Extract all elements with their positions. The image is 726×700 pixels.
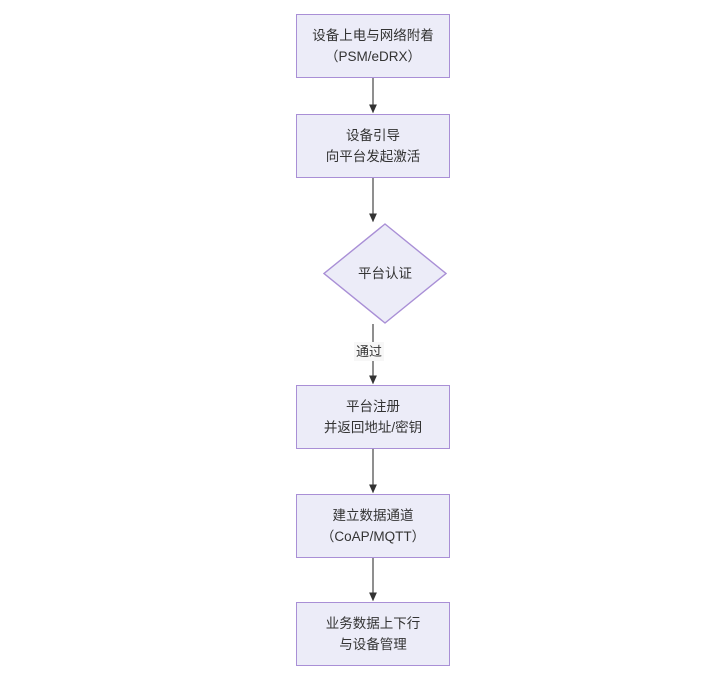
node-establish-data-channel[interactable]: 建立数据通道 （CoAP/MQTT）: [296, 494, 450, 558]
node-text-line: 并返回地址/密钥: [323, 420, 423, 435]
node-label-wrap: 业务数据上下行 与设备管理: [326, 613, 421, 655]
node-business-data-and-device-management[interactable]: 业务数据上下行 与设备管理: [296, 602, 450, 666]
node-text-line: 平台注册: [345, 399, 400, 414]
node-text-line: 业务数据上下行: [325, 616, 421, 631]
node-device-power-on[interactable]: 设备上电与网络附着 （PSM/eDRX）: [296, 14, 450, 78]
node-platform-authentication[interactable]: 平台认证: [323, 223, 447, 324]
node-text-line: 向平台发起激活: [325, 149, 421, 164]
diamond-shape: [323, 223, 447, 324]
node-label-wrap: 设备上电与网络附着 （PSM/eDRX）: [312, 25, 434, 67]
node-text-line: 与设备管理: [339, 637, 407, 652]
node-text-line: 平台认证: [358, 266, 412, 281]
node-label-wrap: 平台认证: [358, 263, 412, 284]
node-text-line: 建立数据通道: [332, 508, 414, 523]
node-text-line: 设备引导: [346, 128, 400, 143]
node-text-line: 设备上电与网络附着: [312, 28, 434, 43]
node-label-wrap: 建立数据通道 （CoAP/MQTT）: [321, 505, 425, 547]
node-device-bootstrap[interactable]: 设备引导 向平台发起激活: [296, 114, 450, 178]
edge-label-pass: 通过: [354, 342, 385, 361]
node-label-wrap: 平台注册 并返回地址/密钥: [324, 396, 422, 438]
node-text-line: （CoAP/MQTT）: [320, 529, 426, 544]
node-label-wrap: 设备引导 向平台发起激活: [326, 125, 421, 167]
node-platform-registration[interactable]: 平台注册 并返回地址/密钥: [296, 385, 450, 449]
node-text-line: （PSM/eDRX）: [324, 49, 422, 64]
